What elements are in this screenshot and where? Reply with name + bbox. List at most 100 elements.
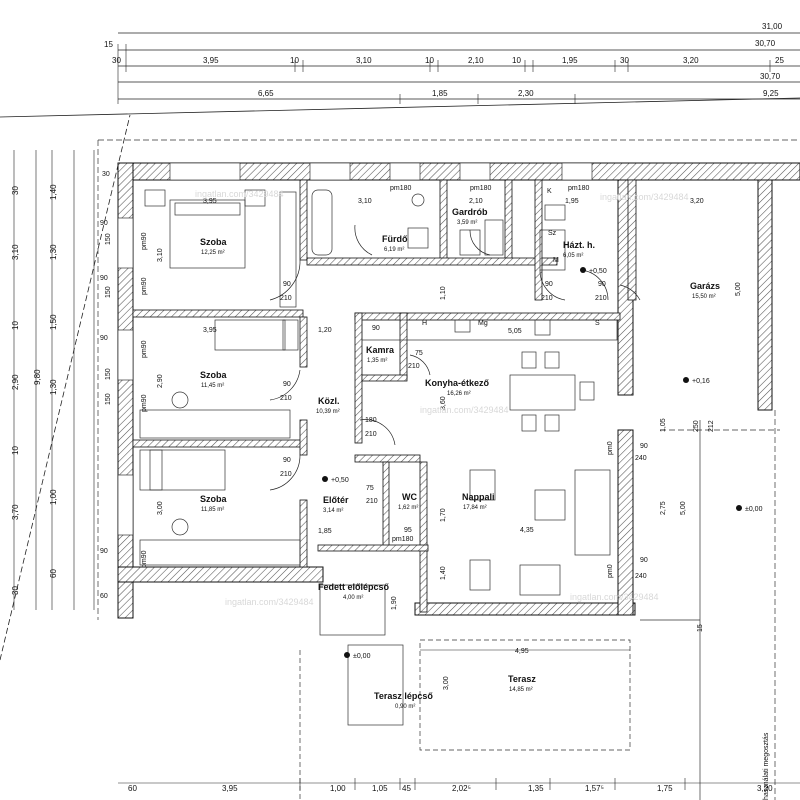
room-name-szoba-3: Szoba — [200, 494, 227, 504]
dim-left-mid-0: 1,40 — [49, 184, 58, 200]
label-K: K — [547, 188, 552, 195]
label-door-75: 75 — [415, 350, 423, 357]
watermark-4: ingatlan.com/3429484 — [225, 597, 314, 607]
dim-left-inner-3: 90 — [100, 275, 108, 282]
fixtures — [139, 189, 618, 726]
level-mark-side: ±0,00 — [745, 506, 763, 513]
level-mark-front: ±0,00 — [353, 653, 371, 660]
label-110: 1,10 — [440, 286, 447, 300]
label-105: 1,05 — [660, 418, 667, 432]
label-door-90-g: 90 — [640, 443, 648, 450]
label-door-240-a: 240 — [635, 455, 647, 462]
room-area-furdo: 6,19 m² — [384, 247, 404, 253]
label-Sz: Sz — [548, 230, 557, 237]
dim-left-inner-9: 60 — [100, 593, 108, 600]
dim-bath-width: 3,10 — [358, 198, 372, 205]
dim-left-inner-2: 150 — [105, 233, 112, 245]
dim-left-outer-1: 3,10 — [11, 244, 20, 260]
label-door-90-d: 90 — [372, 325, 380, 332]
label-door-95: 95 — [404, 527, 412, 534]
label-pm180-d: pm180 — [392, 536, 414, 543]
dim-left-inner-0: 30 — [102, 171, 110, 178]
watermark-3: ingatlan.com/3429484 — [420, 405, 509, 415]
dim-top-r2-9: 3,20 — [683, 56, 699, 65]
dim-left-mid-3: 1,30 — [49, 379, 58, 395]
terrace-outline — [97, 139, 800, 800]
label-pm0-b: pm0 — [607, 564, 614, 578]
room-area-szoba-1: 12,25 m² — [201, 250, 225, 256]
room-name-fedett: Fedett előlépcső — [318, 582, 390, 592]
room-name-garazs: Garázs — [690, 281, 720, 291]
label-door-90-h: 90 — [640, 557, 648, 564]
top-dimension-lines — [0, 32, 800, 118]
label-275: 2,75 — [660, 501, 667, 515]
label-door-75-b: 75 — [366, 485, 374, 492]
room-area-haztb: 6,05 m² — [563, 253, 583, 259]
dim-bottom-8: 1,75 — [657, 784, 673, 793]
room-area-nappali: 17,84 m² — [463, 505, 487, 511]
watermark-2: ingatlan.com/3429484 — [600, 192, 689, 202]
label-S: S — [595, 320, 600, 327]
dim-top-r2-2: 10 — [290, 56, 299, 65]
interior-walls — [132, 179, 637, 613]
label-door-90-b: 90 — [283, 381, 291, 388]
dim-bottom-5: 2,02⁵ — [452, 784, 471, 793]
dim-left-outer-3: 2,90 — [11, 374, 20, 390]
room-area-terasz-lepcso: 0,90 m² — [395, 704, 415, 710]
dim-garage-width: 3,20 — [690, 198, 704, 205]
label-door-90-c: 90 — [283, 457, 291, 464]
label-250: 250 — [693, 420, 700, 432]
room-area-kozl: 10,39 m² — [316, 409, 340, 415]
dim-top-r2-5: 2,10 — [468, 56, 484, 65]
label-290: 2,90 — [157, 374, 164, 388]
dim-left-outer-6: 30 — [11, 586, 20, 595]
label-Mg: Mg — [478, 320, 488, 327]
room-area-garazs: 15,50 m² — [692, 294, 716, 300]
dim-left-outer-4: 10 — [11, 446, 20, 455]
label-H: H — [422, 320, 427, 327]
dim-top-r2-8: 30 — [620, 56, 629, 65]
dim-left-inner-8: 150 — [105, 368, 112, 380]
dim-bottom-3: 1,05 — [372, 784, 388, 793]
dim-top-r2-1: 3,95 — [203, 56, 219, 65]
watermark-1: ingatlan.com/3429484 — [195, 189, 284, 199]
label-door-210-e: 210 — [365, 431, 377, 438]
dim-left-inner-7: 90 — [100, 548, 108, 555]
room-name-szoba-1: Szoba — [200, 237, 227, 247]
room-area-gardrob: 3,59 m² — [457, 220, 477, 226]
label-500-side: 5,00 — [680, 501, 687, 515]
dim-room1-width: 3,95 — [203, 198, 217, 205]
bottom-dimension-lines — [118, 649, 800, 790]
room-area-kamra: 1,35 m² — [367, 358, 387, 364]
dim-left-mid-1: 1,30 — [49, 244, 58, 260]
dim-left-inner-1: 90 — [100, 220, 108, 227]
label-140: 1,40 — [440, 566, 447, 580]
room-area-szoba-2: 11,45 m² — [201, 383, 224, 389]
dim-living-width: 4,35 — [520, 527, 534, 534]
label-door-210-h: 210 — [366, 498, 378, 505]
room-name-kamra: Kamra — [366, 345, 395, 355]
room-area-fedett: 4,00 m² — [343, 595, 363, 601]
label-door-210-b: 210 — [280, 395, 292, 402]
room-name-kozl: Közl. — [318, 396, 340, 406]
dim-top-r2-4: 10 — [425, 56, 434, 65]
room-name-konyha: Konyha-étkező — [425, 378, 490, 388]
room-name-terasz-lepcso: Terasz lépcső — [374, 691, 433, 701]
dim-top-r1-a: 15 — [104, 40, 113, 49]
dim-bottom-4: 45 — [402, 784, 411, 793]
label-300-terrace: 3,00 — [443, 676, 450, 690]
room-name-haztb: Házt. h. — [563, 240, 595, 250]
room-area-eloter: 3,14 m² — [323, 508, 343, 514]
dim-kitchen-width: 5,05 — [508, 328, 522, 335]
label-190: 1,90 — [391, 596, 398, 610]
dim-left-inner-4: 150 — [105, 286, 112, 298]
room-name-wc: WC — [402, 492, 417, 502]
label-door-90-e: 90 — [545, 281, 553, 288]
label-pm90-d: pm90 — [141, 394, 148, 412]
label-212: 212 — [708, 420, 715, 432]
dim-top-r4-3: 9,25 — [763, 89, 779, 98]
room-area-szoba-3: 11,85 m² — [201, 507, 224, 513]
label-door-240-b: 240 — [635, 573, 647, 580]
dim-top-r1-b: 30,70 — [755, 39, 776, 48]
